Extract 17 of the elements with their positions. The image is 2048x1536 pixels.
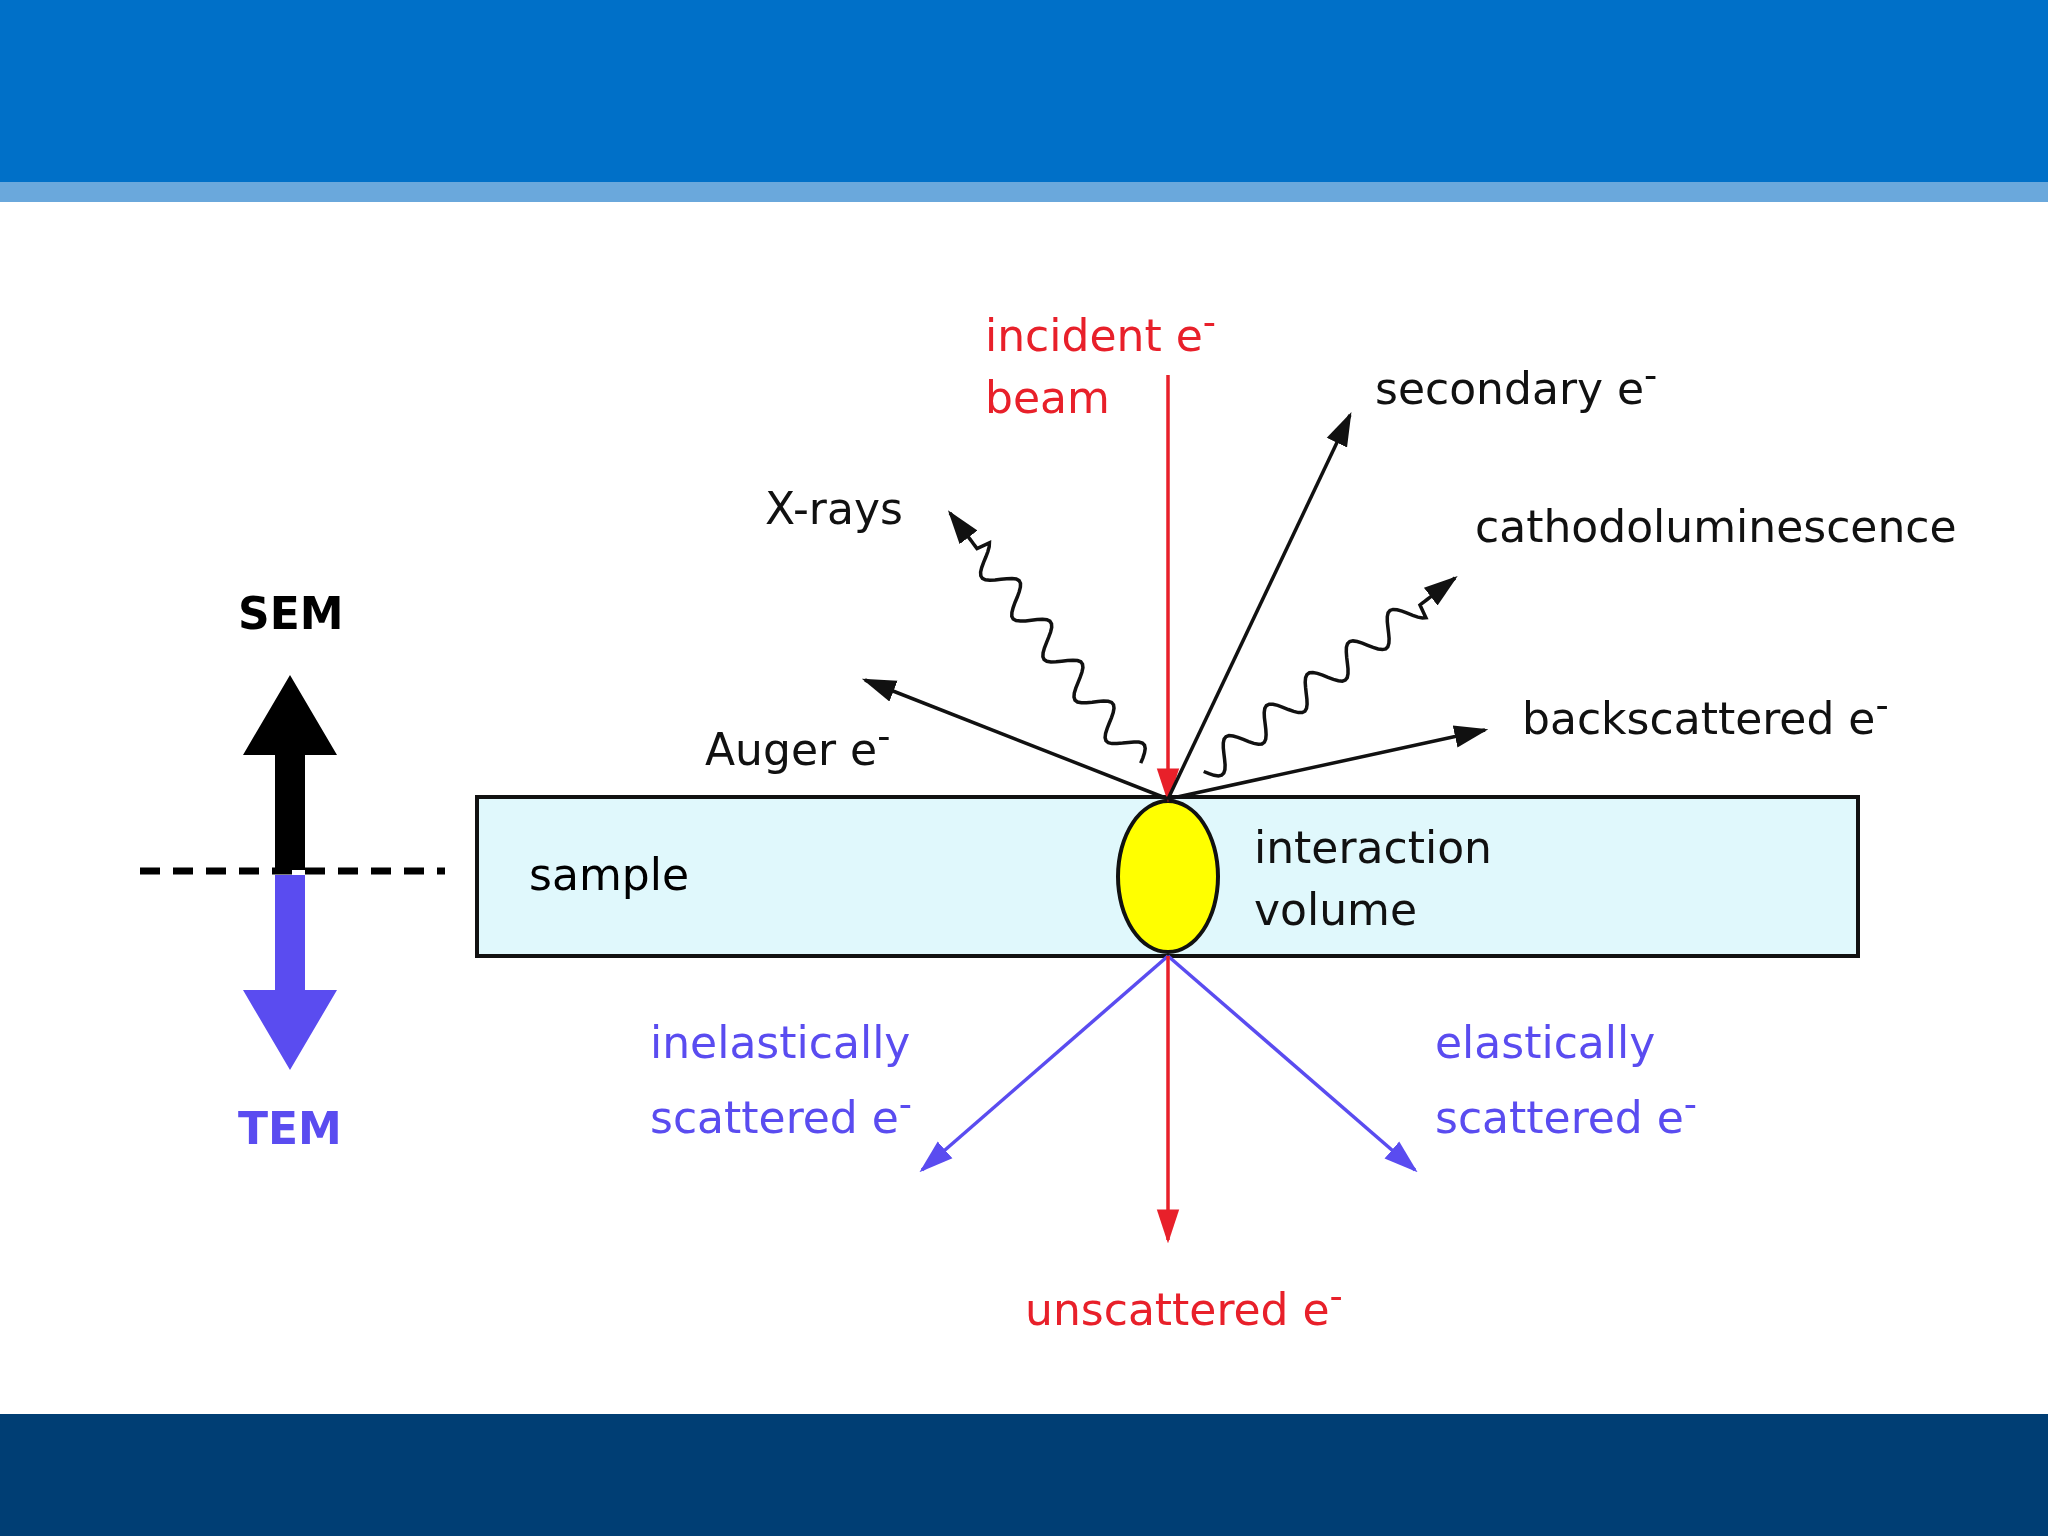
beam-label: incident e$^{-}$ beam — [985, 292, 1245, 429]
elastic-scatter-label: elastically scattered e$^{-}$ — [1435, 1012, 1725, 1149]
wavy-arrow — [1203, 576, 1458, 778]
secondary-electron-label: secondary e$^{-}$ — [1375, 345, 1695, 420]
mode-label: SEM — [238, 587, 344, 641]
backscattered-electron-label: backscattered e$^{-}$ — [1522, 675, 1942, 750]
sample-slab — [475, 795, 1860, 958]
inelastic-scatter-label: inelastically scattered e$^{-}$ — [650, 1012, 940, 1149]
sample-label: sample — [529, 848, 689, 902]
x-ray-label: X-rays — [765, 478, 925, 540]
interaction-volume-label: interaction volume — [1254, 821, 1493, 937]
unscattered-electron-label: unscattered e$^{-}$ — [1025, 1266, 1365, 1341]
wavy-arrow — [948, 510, 1147, 764]
arrow — [1156, 956, 1180, 1243]
cathodoluminescence-label: cathodoluminescence — [1475, 496, 1995, 558]
mode-label: TEM — [238, 1102, 342, 1156]
auger-electron-label: Auger e$^{-}$ — [705, 706, 905, 781]
